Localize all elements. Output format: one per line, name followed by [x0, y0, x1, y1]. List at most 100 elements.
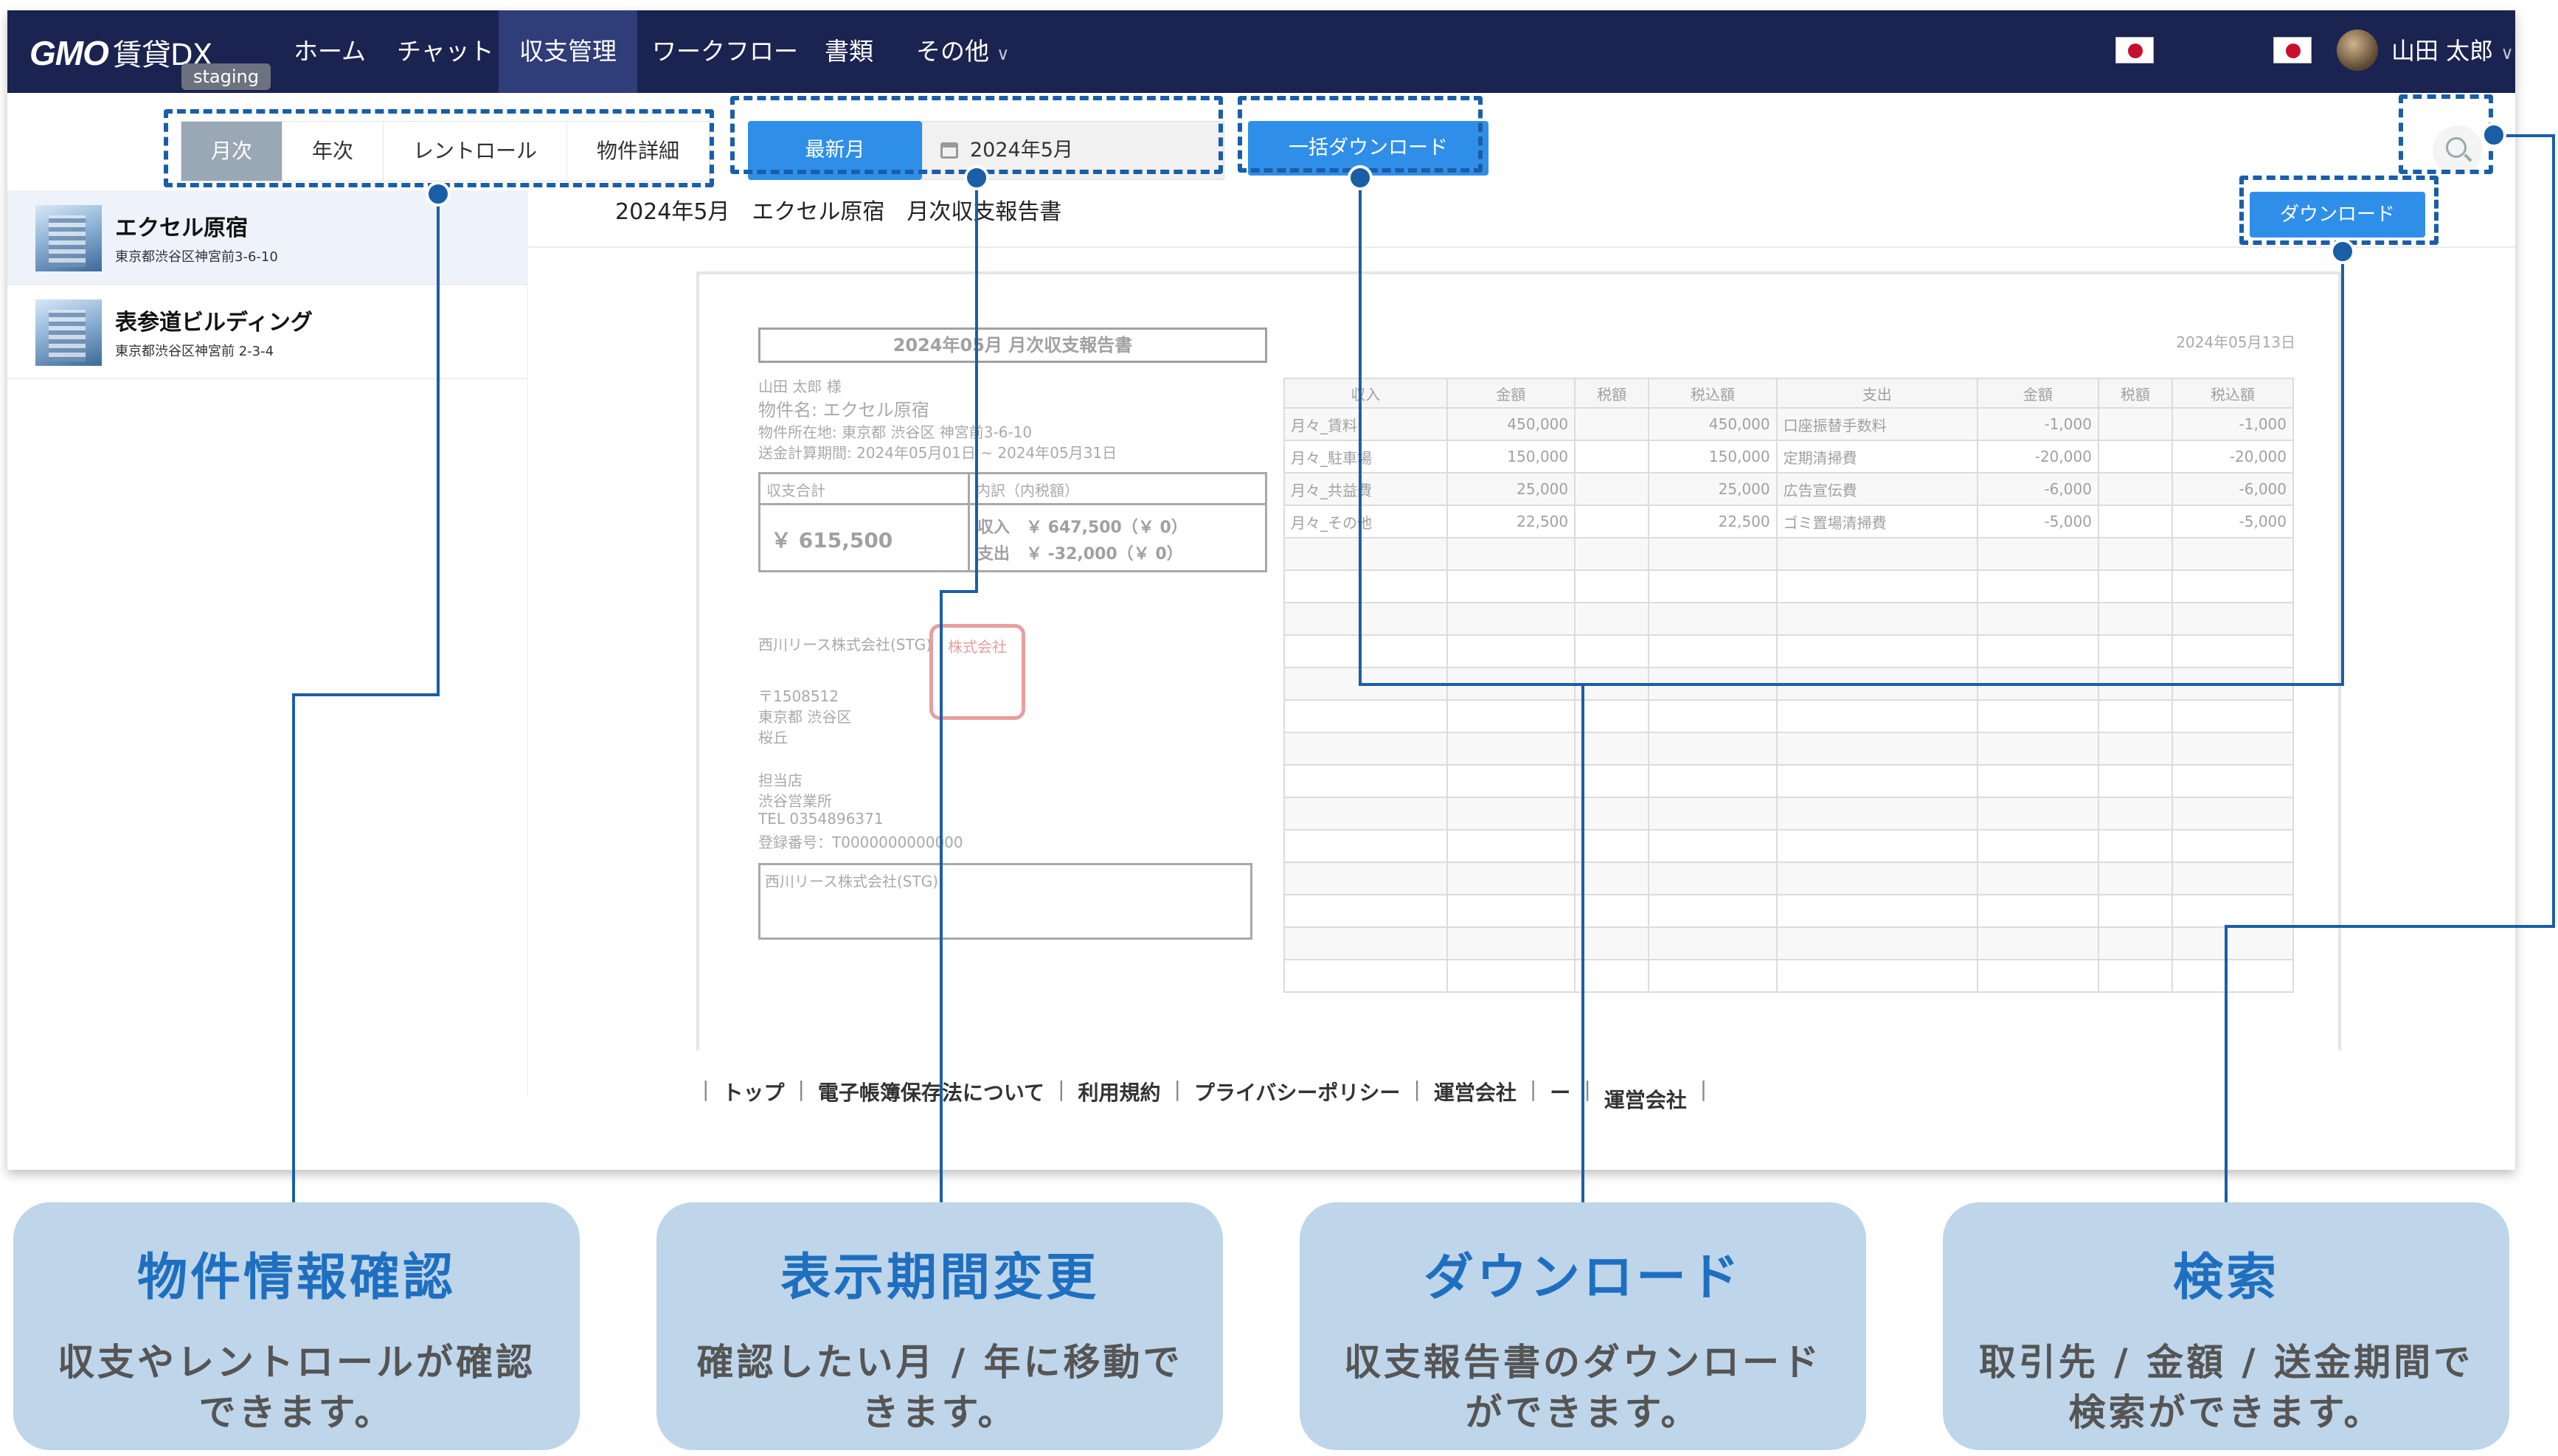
table-cell [1446, 634, 1576, 668]
table-cell [1648, 829, 1778, 863]
footer-link-terms[interactable]: 利用規約 [1078, 1081, 1161, 1105]
table-cell [2097, 440, 2173, 474]
table-cell [1775, 569, 1978, 603]
footer-link-company-2[interactable]: 運営会社 [1604, 1088, 1687, 1112]
table-row [1283, 926, 2295, 960]
table-cell [1574, 959, 1650, 993]
table-cell [2171, 797, 2295, 831]
table-cell: -1,000 [2171, 407, 2295, 441]
connector-line [2496, 134, 2555, 137]
table-cell [1446, 602, 1576, 636]
tab-property-detail[interactable]: 物件詳細 [567, 122, 710, 181]
table-cell [2171, 537, 2295, 571]
language-flag-icon[interactable] [2115, 37, 2154, 63]
table-cell [2171, 959, 2295, 993]
table-cell [2097, 764, 2173, 798]
ledger-header: 税額 [1574, 378, 1650, 409]
table-cell [2097, 732, 2173, 766]
table-cell [1574, 537, 1650, 571]
table-cell [1574, 407, 1650, 441]
footer-link-company[interactable]: 運営会社 [1433, 1081, 1517, 1105]
search-icon [2446, 137, 2467, 158]
logo-brand: GMO [30, 34, 109, 72]
nav-others[interactable]: その他∨ [895, 10, 1030, 93]
table-cell: -20,000 [1976, 440, 2099, 474]
table-row [1283, 602, 2295, 636]
nav-chat[interactable]: チャット [397, 37, 494, 66]
company-seal: 株式会社 [929, 624, 1025, 720]
divider [528, 246, 2515, 248]
connector-line [2225, 925, 2228, 1202]
connector-line [1359, 683, 2344, 686]
report-preview: 2024年05月 月次収支報告書 2024年05月13日 山田 太郎 様 物件名… [696, 271, 2341, 1050]
nav-home[interactable]: ホーム [294, 37, 367, 66]
search-button[interactable] [2433, 125, 2483, 176]
table-cell [1574, 602, 1650, 636]
chevron-down-icon: ∨ [2500, 43, 2514, 63]
table-cell [1775, 926, 1978, 960]
download-button[interactable]: ダウンロード [2250, 192, 2425, 238]
connector-dot [1348, 165, 1373, 190]
table-cell [1283, 634, 1448, 668]
property-item[interactable]: エクセル原宿 東京都渋谷区神宮前3-6-10 [7, 190, 528, 285]
callout-download: ダウンロード 収支報告書のダウンロードができます。 [1300, 1202, 1866, 1450]
ledger-header: 支出 [1775, 378, 1978, 409]
nav-income-expense[interactable]: 収支管理 [499, 10, 637, 93]
summary-detail-cell: 内訳（内税額） 収入 ￥ 647,500（￥ 0） 支出 ￥ -32,000（￥… [970, 474, 1265, 570]
footer-link-ebook[interactable]: 電子帳簿保存法について [817, 1081, 1045, 1105]
tab-monthly[interactable]: 月次 [181, 122, 283, 181]
callout-property-info: 物件情報確認 収支やレントロールが確認できます。 [13, 1202, 580, 1450]
connector-dot [2481, 122, 2506, 148]
table-cell [2171, 699, 2295, 733]
footer-link-dash[interactable]: ー [1550, 1081, 1571, 1105]
property-item[interactable]: 表参道ビルディング 東京都渋谷区神宮前 2-3-4 [7, 285, 528, 379]
user-menu[interactable]: 山田 太郎∨ [2391, 32, 2514, 66]
callout-title: 検索 [2172, 1249, 2279, 1307]
table-row [1283, 959, 2295, 993]
footer-link-top[interactable]: トップ [722, 1081, 785, 1105]
table-cell [2171, 829, 2295, 863]
table-cell [1574, 732, 1650, 766]
footer-link-privacy[interactable]: プライバシーポリシー [1193, 1081, 1401, 1105]
ledger-header: 税込額 [2171, 378, 2295, 409]
table-cell: 150,000 [1648, 440, 1778, 474]
table-cell [2097, 894, 2173, 928]
table-cell [2097, 602, 2173, 636]
footer-separator: | [1413, 1077, 1421, 1101]
connector-dot [2330, 239, 2355, 264]
table-cell: 月々_共益費 [1283, 472, 1448, 506]
doc-property: 物件名: エクセル原宿 [758, 400, 929, 420]
nav-documents[interactable]: 書類 [825, 37, 873, 66]
table-cell [1775, 959, 1978, 993]
table-cell: 月々_駐車場 [1283, 440, 1448, 474]
connector-line [292, 693, 295, 1202]
table-row [1283, 862, 2295, 895]
branch-name: 渋谷営業所 [758, 792, 832, 810]
flag-icon [2273, 37, 2312, 63]
ledger-header: 税額 [2097, 378, 2173, 409]
tab-rent-roll[interactable]: レントロール [384, 122, 568, 181]
tab-yearly[interactable]: 年次 [283, 122, 384, 181]
table-cell [2097, 407, 2173, 441]
table-cell [1775, 732, 1978, 766]
nav-workflow[interactable]: ワークフロー [652, 37, 798, 66]
table-row [1283, 894, 2295, 928]
table-cell [1648, 894, 1778, 928]
doc-recipient: 山田 太郎 様 [758, 378, 842, 395]
avatar[interactable] [2337, 30, 2378, 71]
footer-separator: | [1529, 1077, 1537, 1101]
table-cell [1976, 797, 2099, 831]
table-cell: 25,000 [1446, 472, 1576, 506]
bulk-download-button[interactable]: 一括ダウンロード [1248, 121, 1488, 176]
table-cell [2171, 569, 2295, 603]
table-cell [1775, 797, 1978, 831]
table-cell [1775, 894, 1978, 928]
table-cell [1574, 764, 1650, 798]
table-cell [1775, 537, 1978, 571]
summary-total: ￥ 615,500 [771, 528, 893, 552]
connector-line [292, 693, 440, 696]
table-cell: -20,000 [2171, 440, 2295, 474]
expense-value: 支出 ￥ -32,000（￥ 0） [977, 545, 1183, 564]
